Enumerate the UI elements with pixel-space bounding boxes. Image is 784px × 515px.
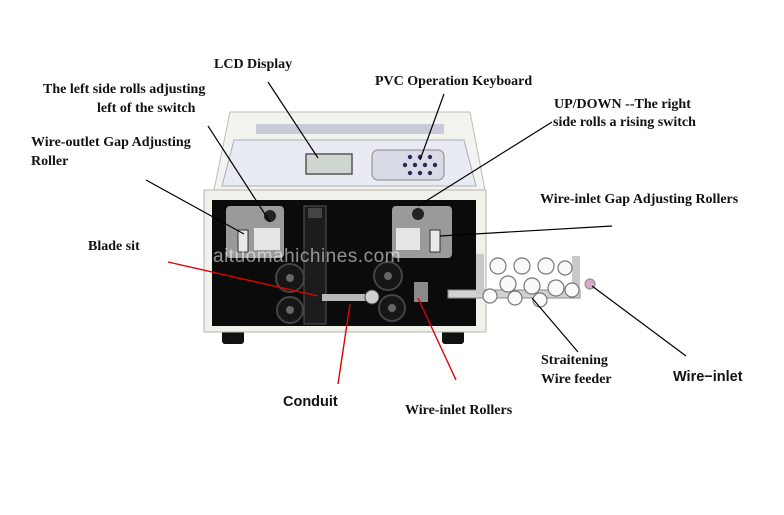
label-updown-line1: UP/DOWN --The right xyxy=(554,97,691,112)
right-adjuster-window xyxy=(429,229,441,253)
left-adjuster-window xyxy=(237,229,249,253)
lcd-screen xyxy=(305,153,353,175)
label-lcd-display: LCD Display xyxy=(214,57,293,72)
left-roller-gap-plate xyxy=(254,228,280,250)
label-left-rolls-line2: left of the switch xyxy=(97,101,196,116)
inlet-guide xyxy=(414,282,428,302)
left-rolls-switch-knob xyxy=(264,210,276,222)
label-outlet-gap-line1: Wire-outlet Gap Adjusting xyxy=(31,135,191,150)
leader-straitening xyxy=(531,297,579,353)
conduit-tube xyxy=(322,294,374,301)
keypad xyxy=(371,149,445,181)
label-blade-sit: Blade sit xyxy=(88,239,140,254)
label-left-rolls-line1: The left side rolls adjusting xyxy=(43,82,206,97)
straightener-end-post-right xyxy=(572,256,580,294)
label-wire-inlet: Wire−inlet xyxy=(673,369,743,385)
label-straitening-line2: Wire feeder xyxy=(541,372,612,387)
leader-blade-sit xyxy=(167,261,319,297)
leader-pvc-keyboard xyxy=(419,93,445,161)
leader-lcd xyxy=(267,81,319,159)
blade-holder-top xyxy=(308,208,322,218)
watermark-text: aituomahichines.com xyxy=(213,246,401,267)
label-updown-line2: side rolls a rising switch xyxy=(553,115,696,130)
leader-left-rolls xyxy=(207,125,271,223)
panel-header-strip xyxy=(256,124,444,134)
straightener-rollers xyxy=(482,257,580,308)
right-roller-gap-plate xyxy=(396,228,420,250)
leader-inlet-gap xyxy=(439,225,613,237)
label-outlet-gap-line2: Roller xyxy=(31,154,69,169)
label-inlet-gap-rollers: Wire-inlet Gap Adjusting Rollers xyxy=(540,192,739,207)
leader-updown xyxy=(417,121,553,207)
label-conduit: Conduit xyxy=(283,394,338,410)
leader-wire-inlet xyxy=(591,285,687,357)
updown-switch-knob xyxy=(412,208,424,220)
leader-conduit xyxy=(337,303,351,385)
straightener-end-post-left xyxy=(476,254,484,294)
label-pvc-keyboard: PVC Operation Keyboard xyxy=(375,74,533,89)
leader-inlet-rollers xyxy=(417,297,457,381)
leader-outlet-gap xyxy=(145,179,245,235)
label-inlet-rollers: Wire-inlet Rollers xyxy=(405,403,513,418)
machine-foot-left xyxy=(222,330,244,344)
machine-foot-right xyxy=(442,330,464,344)
conduit-nozzle xyxy=(364,289,380,305)
label-straitening-line1: Straitening xyxy=(541,353,608,368)
